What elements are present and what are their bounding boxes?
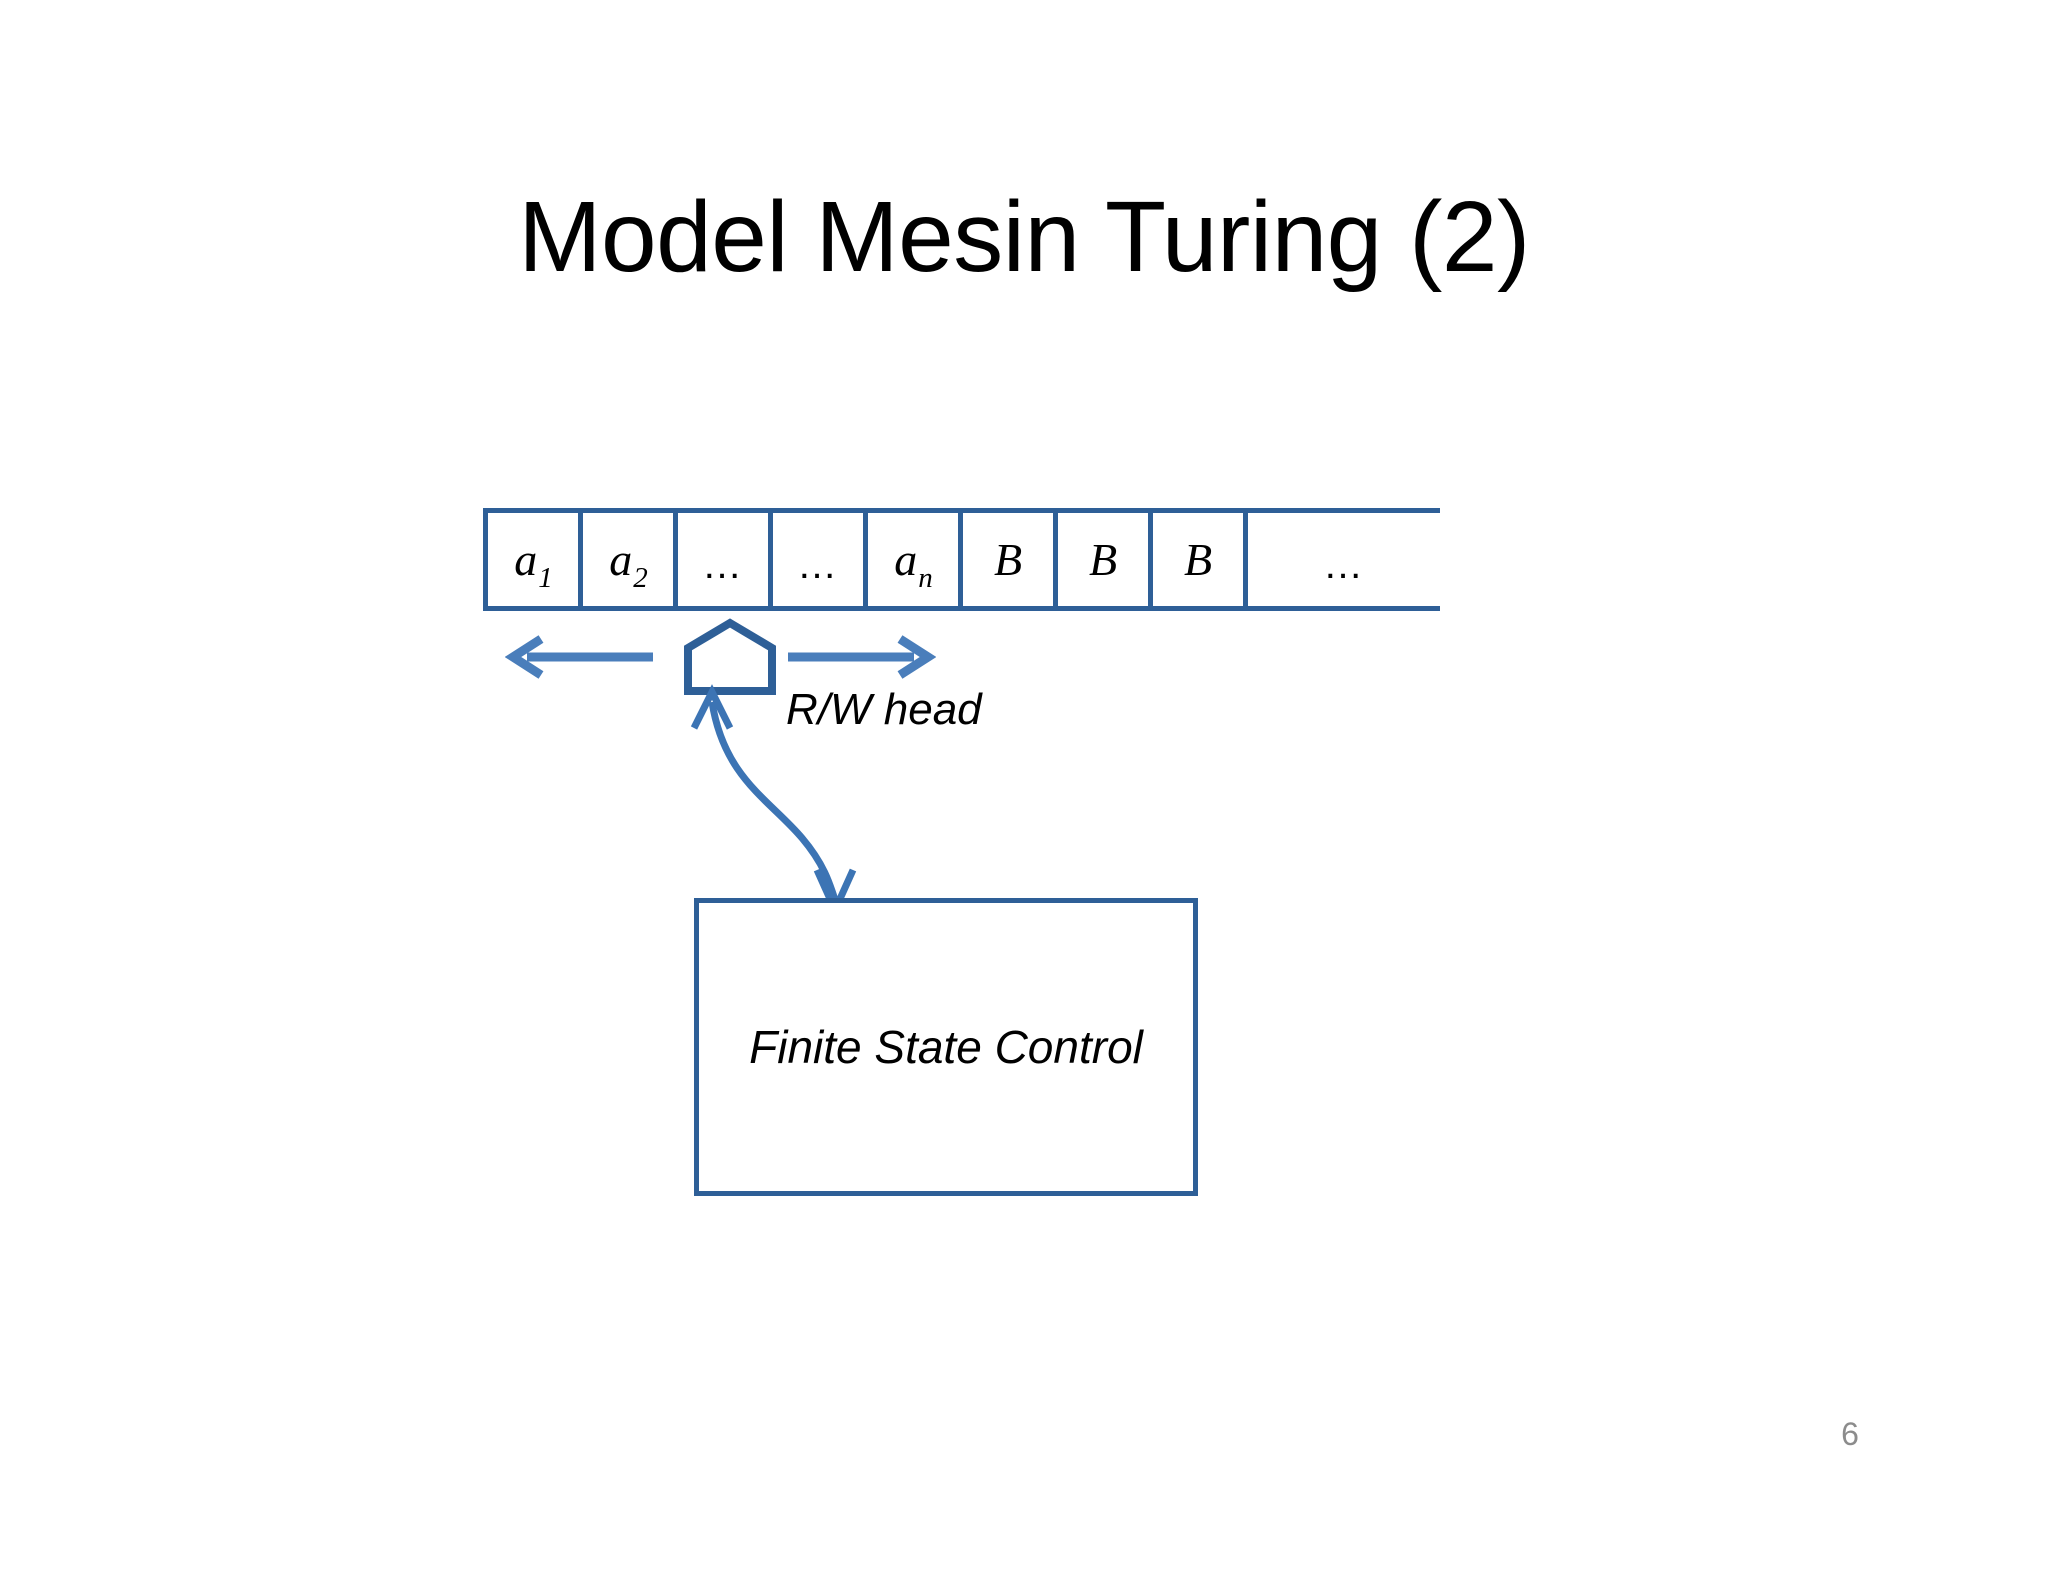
page-title: Model Mesin Turing (2) (518, 181, 1530, 293)
page-number: 6 (1841, 1416, 1859, 1452)
tape: a1 a2 … … an B B B … (483, 508, 1440, 611)
arrow-left-icon (505, 634, 655, 680)
tape-cell-symbol: … (1323, 542, 1365, 587)
tape-cell-symbol: … (797, 542, 839, 587)
tape-cell-symbol: a2 (609, 533, 648, 592)
tape-cell[interactable]: B (1153, 513, 1248, 606)
tape-cell-symbol: a1 (514, 533, 553, 592)
symbol-subscript: n (918, 561, 933, 594)
tape-cell[interactable]: an (868, 513, 963, 606)
read-write-head-icon[interactable] (683, 618, 777, 696)
read-write-head-label: R/W head (786, 685, 982, 734)
tape-cell[interactable]: B (963, 513, 1058, 606)
tape-cell-symbol: B (1183, 533, 1213, 585)
finite-state-control-label: Finite State Control (749, 1020, 1143, 1073)
tape-cell[interactable]: a1 (488, 513, 583, 606)
tape-cell-symbol: an (894, 533, 933, 592)
tape-cell[interactable]: … (773, 513, 868, 606)
arrow-right-icon (786, 634, 936, 680)
symbol-base: a (894, 533, 918, 585)
tape-cell[interactable]: … (678, 513, 773, 606)
head-control-connector (690, 684, 1020, 919)
symbol-base: a (609, 533, 633, 585)
symbol-base: a (514, 533, 538, 585)
symbol-subscript: 1 (538, 561, 553, 594)
tape-cell-symbol: … (702, 542, 744, 587)
tape-cell[interactable]: … (1248, 513, 1440, 606)
tape-cell[interactable]: a2 (583, 513, 678, 606)
tape-cell-symbol: B (993, 533, 1023, 585)
tape-cell-symbol: B (1088, 533, 1118, 585)
symbol-subscript: 2 (633, 561, 648, 594)
tape-cell[interactable]: B (1058, 513, 1153, 606)
finite-state-control-box[interactable]: Finite State Control (694, 898, 1198, 1196)
